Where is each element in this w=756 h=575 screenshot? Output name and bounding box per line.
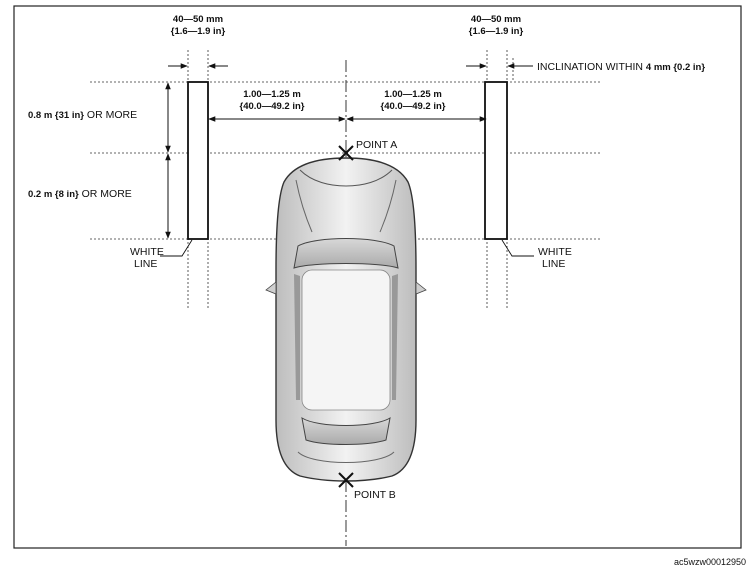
lower-height-suffix: OR MORE [82, 188, 132, 200]
right-width-label-mm: 40—50 mm [471, 14, 521, 25]
figure-code: ac5wzw00012950 [674, 557, 746, 567]
white-line-left-label-1: WHITE [130, 246, 164, 258]
white-line-right-label-1: WHITE [538, 246, 572, 258]
right-distance-label-m: 1.00—1.25 m [384, 89, 442, 100]
left-width-label-in: {1.6—1.9 in} [171, 26, 226, 37]
inclination-prefix: INCLINATION WITHIN [537, 61, 643, 73]
upper-height-suffix: OR MORE [87, 109, 137, 121]
right-target-board [484, 81, 508, 240]
lower-height-label: 0.2 m {8 in} OR MORE [28, 188, 132, 200]
lower-height-value: 0.2 m {8 in} [28, 189, 79, 200]
left-width-label-mm: 40—50 mm [173, 14, 223, 25]
vehicle-top-view [265, 157, 427, 482]
upper-height-value: 0.8 m {31 in} [28, 110, 84, 121]
diagram-frame [13, 5, 742, 549]
white-line-left-label-2: LINE [134, 258, 157, 270]
point-a-marker [338, 145, 354, 161]
left-target-board [187, 81, 209, 240]
point-a-label: POINT A [356, 139, 397, 151]
upper-height-label: 0.8 m {31 in} OR MORE [28, 109, 137, 121]
right-width-label-in: {1.6—1.9 in} [469, 26, 524, 37]
white-line-right-label-2: LINE [542, 258, 565, 270]
point-b-marker [338, 472, 354, 488]
left-distance-label-in: {40.0—49.2 in} [240, 101, 305, 112]
left-distance-label-m: 1.00—1.25 m [243, 89, 301, 100]
inclination-value: 4 mm {0.2 in} [646, 62, 705, 73]
white-line-left-leader [160, 239, 193, 257]
point-b-label: POINT B [354, 489, 396, 501]
white-line-right-leader [501, 239, 534, 257]
right-distance-label-in: {40.0—49.2 in} [381, 101, 446, 112]
inclination-label: INCLINATION WITHIN 4 mm {0.2 in} [537, 61, 705, 73]
